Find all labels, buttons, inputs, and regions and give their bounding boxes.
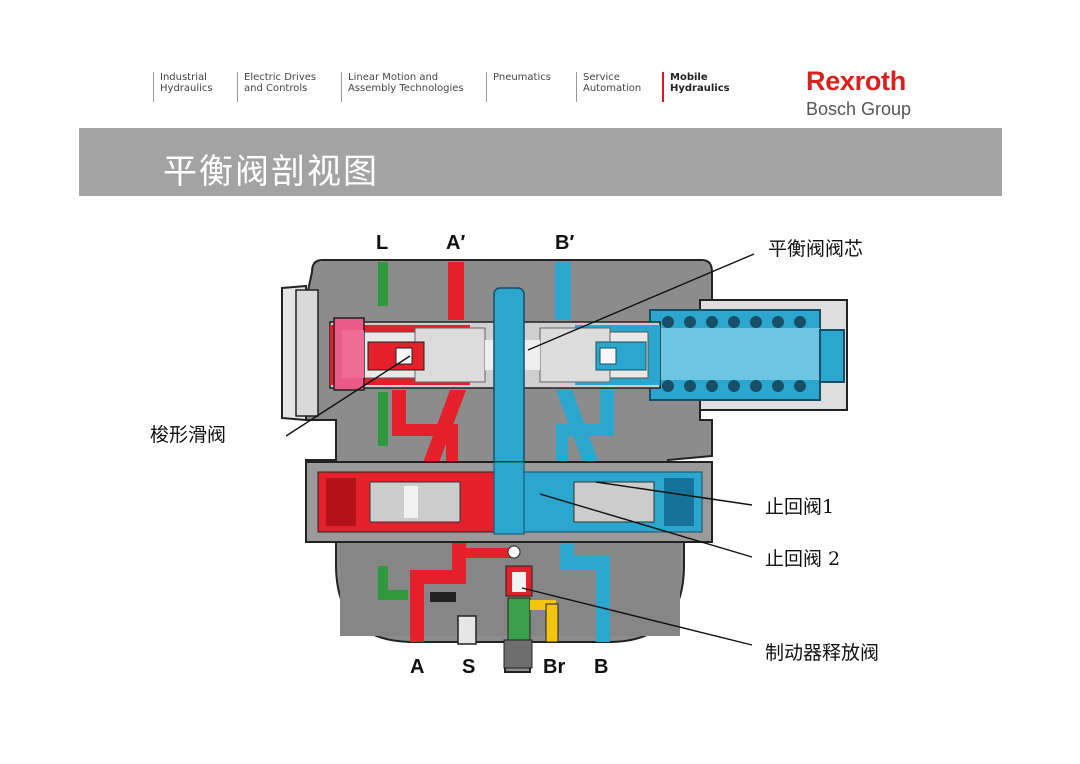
nav-line1: Linear Motion and (348, 72, 439, 83)
callout-check-valve-1: 止回阀1 (765, 496, 835, 518)
drain-line-l-top (378, 262, 388, 306)
shuttle-valve (333, 317, 647, 391)
port-label-a-prime: A′ (446, 232, 466, 254)
nav-line2: Assembly Technologies (348, 83, 464, 94)
title-band (79, 128, 1002, 196)
slide-title: 平衡阀剖视图 (163, 152, 379, 192)
passage-b-prime (555, 262, 571, 320)
nav-pneumatics[interactable]: Pneumatics (486, 72, 551, 102)
passage-a-prime (448, 262, 464, 320)
callout-shuttle-valve: 梭形滑阀 (150, 424, 227, 446)
nav-line2: Hydraulics (670, 83, 730, 94)
port-label-b-prime: B′ (555, 232, 575, 254)
rexroth-logo: Rexroth (806, 66, 906, 96)
port-label-b: B (594, 656, 609, 678)
nav-service-automation[interactable]: Service Automation (576, 72, 641, 102)
callout-balance-spool: 平衡阀阀芯 (768, 238, 864, 260)
nav-line1: Industrial (160, 72, 207, 83)
nav-line2: and Controls (244, 83, 308, 94)
left-end-cap (281, 284, 319, 422)
port-s-fitting (457, 615, 477, 645)
nav-line1: Service (583, 72, 620, 83)
passage-b (556, 390, 614, 642)
bosch-group-logo: Bosch Group (806, 99, 912, 119)
port-label-a: A (410, 656, 425, 678)
callout-brake-release-valve: 制动器释放阀 (765, 642, 880, 664)
nav-linear-motion[interactable]: Linear Motion and Assembly Technologies (341, 72, 464, 102)
plug (430, 592, 456, 602)
spring-housing (649, 299, 848, 411)
check-valve-housing (305, 461, 713, 543)
passage-a (392, 390, 514, 642)
leader-lines (285, 253, 755, 646)
spring-coils (662, 316, 806, 392)
brake-release-valve (503, 545, 559, 669)
drain-line-l-bottom (378, 392, 408, 600)
nav-line1: Electric Drives (244, 72, 317, 83)
nav-industrial-hydraulics[interactable]: Industrial Hydraulics (153, 72, 213, 102)
nav-line2: Hydraulics (160, 83, 213, 94)
port-label-br: Br (543, 656, 566, 678)
nav-line2: Automation (583, 83, 642, 94)
nav-line1: Mobile (670, 72, 708, 83)
nav-mobile-hydraulics[interactable]: Mobile Hydraulics (662, 72, 730, 102)
callout-check-valve-2: 止回阀 2 (765, 548, 841, 570)
nav-electric-drives[interactable]: Electric Drives and Controls (237, 72, 316, 102)
nav-line2: Pneumatics (493, 72, 551, 83)
port-label-s: S (462, 656, 476, 678)
port-label-l: L (376, 232, 389, 254)
